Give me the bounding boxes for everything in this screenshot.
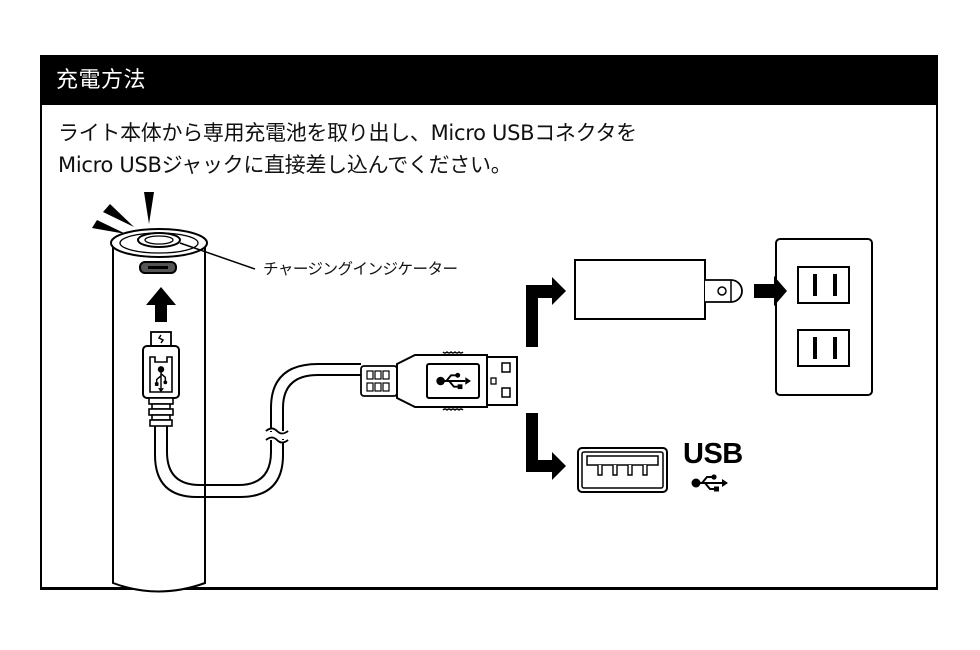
usb-port (577, 447, 668, 493)
panel-header: 充電方法 (42, 57, 936, 105)
micro-usb-plug (142, 331, 180, 427)
instructions: ライト本体から専用充電池を取り出し、Micro USBコネクタを Micro U… (58, 117, 637, 181)
wall-outlet (775, 238, 873, 396)
ac-adapter (574, 259, 743, 320)
panel-title: 充電方法 (56, 68, 147, 93)
instruction-line-1: ライト本体から専用充電池を取り出し、Micro USBコネクタを (58, 121, 637, 145)
charging-indicator-label: チャージングインジケーター (263, 260, 458, 278)
arrow-down-right-icon (526, 413, 566, 480)
usb-a-plug (360, 351, 518, 411)
usb-logo-icon (690, 473, 729, 493)
charging-method-panel: 充電方法 (40, 55, 938, 590)
instruction-line-2: Micro USBジャックに直接差し込んでください。 (58, 153, 512, 177)
indicator-leader-line (179, 242, 256, 270)
arrow-up-icon (146, 287, 176, 322)
arrow-up-right-icon (526, 277, 566, 347)
usb-label: USB (683, 438, 743, 470)
light-burst-icon (92, 192, 154, 234)
